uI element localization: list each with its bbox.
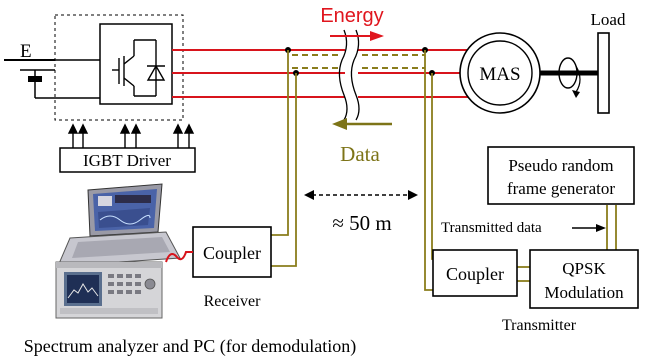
shaft <box>540 57 600 98</box>
igbt-driver-box <box>59 147 196 173</box>
dc-source: E <box>4 41 70 99</box>
inverter: IGBT Driver <box>54 14 196 173</box>
data-channel <box>292 54 425 69</box>
load-label: Load <box>591 10 626 29</box>
motor-label: MAS <box>479 64 520 85</box>
pseudo-random-line2: frame generator <box>507 179 615 198</box>
receiver-label: Receiver <box>204 293 262 310</box>
data-label: Data <box>340 142 380 166</box>
transmitter-coupler-box <box>432 249 518 297</box>
transmitted-data-label: Transmitted data <box>441 220 542 236</box>
qpsk-line2: Modulation <box>544 283 624 302</box>
data-arrow-icon <box>332 118 392 130</box>
transmitted-data-arrow-icon <box>572 224 606 232</box>
energy-arrow-icon <box>330 31 384 41</box>
distance-label: ≈ 50 m <box>332 211 391 235</box>
igbt-icon <box>112 39 157 97</box>
junction-dots <box>285 47 435 76</box>
gate-arrows <box>67 123 195 148</box>
receiver-coupler-label: Coupler <box>203 243 261 263</box>
spectrum-caption: Spectrum analyzer and PC (for demodulati… <box>24 336 356 357</box>
qpsk-line1: QPSK <box>562 259 606 278</box>
motor: MAS <box>459 32 541 114</box>
coupling-wires <box>271 50 617 291</box>
diode-icon <box>146 64 166 81</box>
transmitter-coupler-label: Coupler <box>446 264 504 284</box>
spectrum-analyzer-pc-illustration <box>55 183 193 319</box>
qpsk-modulation-box <box>529 249 639 309</box>
power-lines <box>172 49 472 98</box>
energy-label: Energy <box>320 5 383 27</box>
pseudo-random-line1: Pseudo random <box>508 156 613 175</box>
transmitter-label: Transmitter <box>502 317 577 334</box>
line-break-icon <box>338 29 360 121</box>
source-label: E <box>20 41 32 62</box>
receiver-coupler-box <box>192 226 272 278</box>
load-block <box>597 32 610 114</box>
igbt-driver-label: IGBT Driver <box>83 151 171 170</box>
distance-arrow-icon <box>304 190 418 200</box>
pseudo-random-generator-box <box>487 146 635 205</box>
